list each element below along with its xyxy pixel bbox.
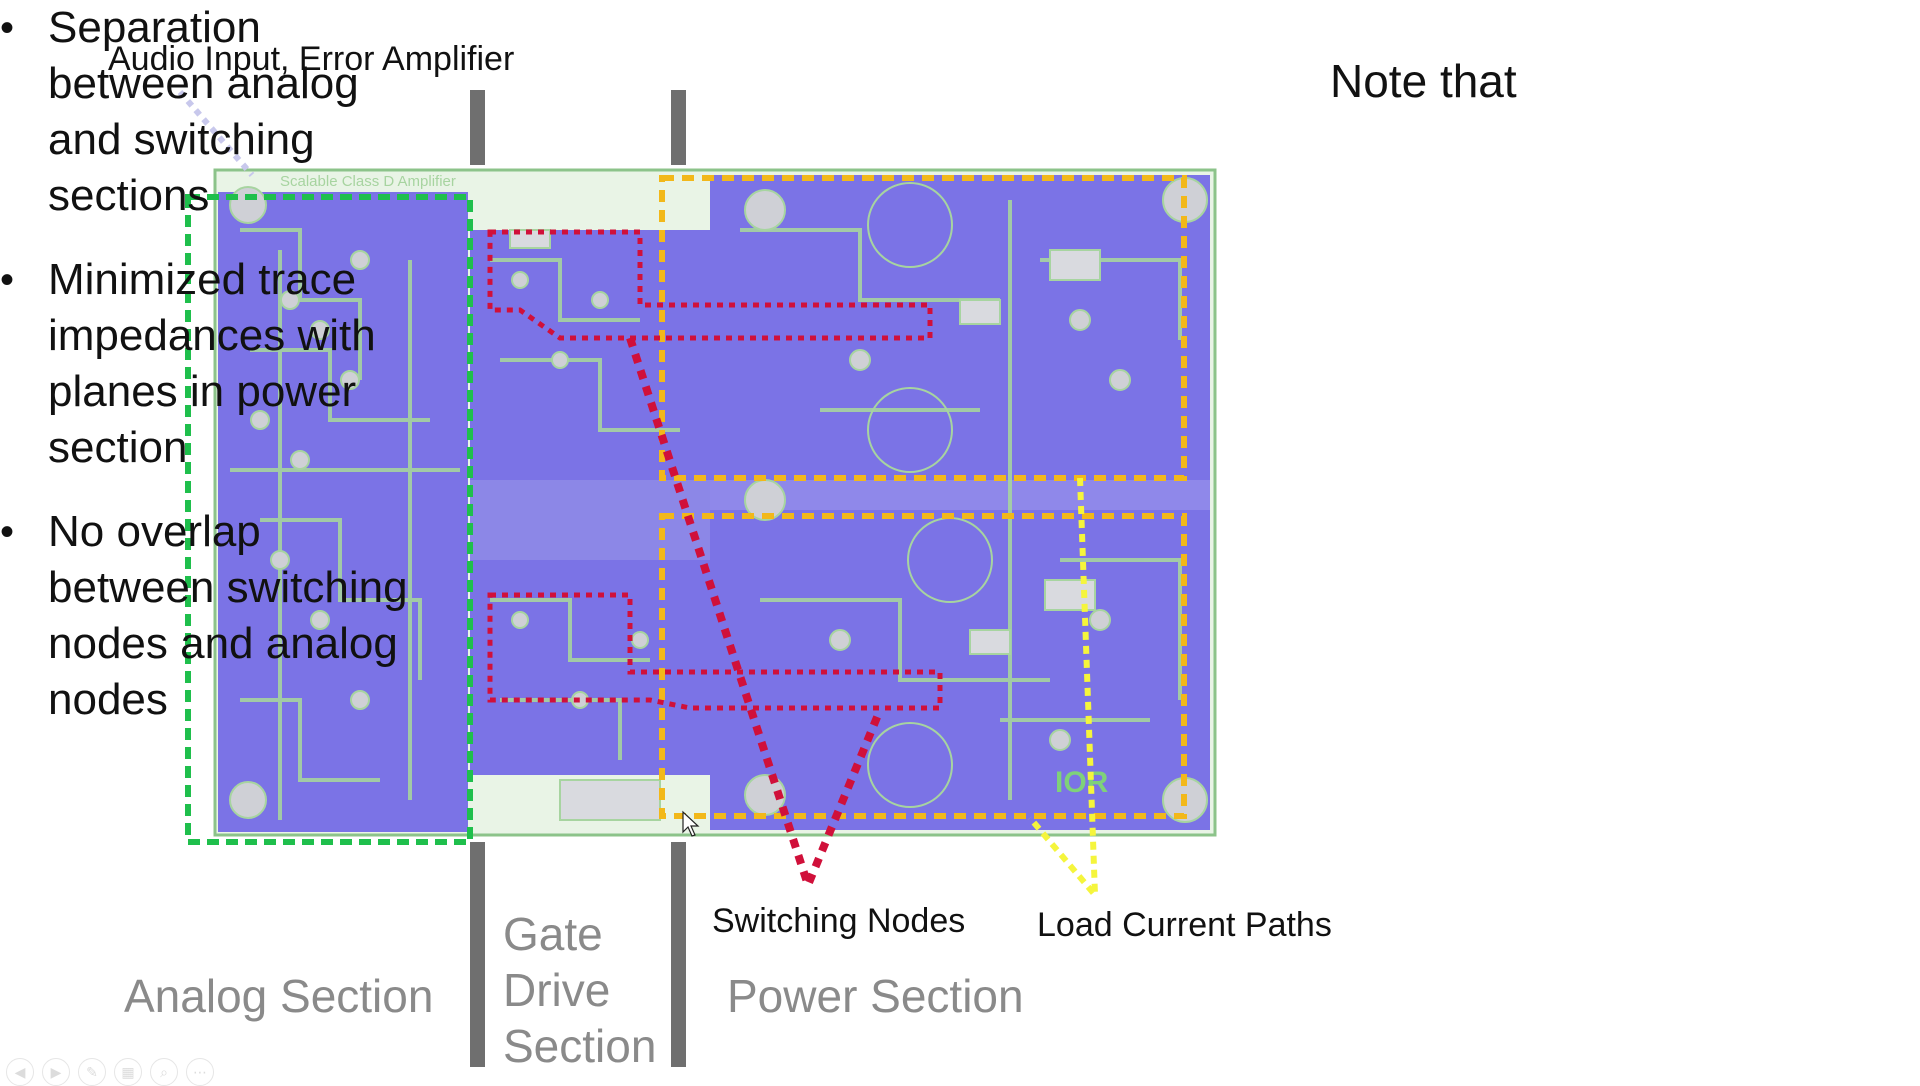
note-line: Minimized trace — [48, 255, 357, 304]
audio-input-label: Audio Input, Error Amplifier — [108, 40, 515, 78]
note-line: nodes and analog — [48, 619, 398, 668]
divider-left-top — [470, 90, 485, 165]
zoom-icon[interactable]: ⌕ — [150, 1058, 178, 1086]
switching-path-lower — [487, 592, 943, 711]
note-line: between switching — [48, 563, 408, 612]
divider-left-bottom — [470, 842, 485, 1067]
bullet-icon: • — [0, 258, 15, 302]
next-slide-icon[interactable]: ▶ — [42, 1058, 70, 1086]
slideshow-controls: ◀ ▶ ✎ ▦ ⌕ ⋯ — [6, 1058, 214, 1086]
note-bullet: • No overlap between switching nodes and… — [0, 504, 520, 728]
note-line: between analog — [48, 59, 359, 108]
analog-section-label: Analog Section — [124, 970, 434, 1022]
divider-right-top — [671, 90, 686, 165]
gate-drive-line-2: Drive — [503, 964, 611, 1016]
gate-drive-middle — [470, 480, 710, 560]
notes-list: • Separation between analog and switchin… — [0, 0, 520, 728]
mouse-cursor-icon — [682, 810, 700, 837]
note-bullet: • Minimized trace impedances with planes… — [0, 252, 520, 476]
load-current-paths-label: Load Current Paths — [1037, 906, 1332, 944]
note-line: No overlap — [48, 507, 261, 556]
more-options-icon[interactable]: ⋯ — [186, 1058, 214, 1086]
power-box-upper — [659, 175, 1187, 481]
note-line: section — [48, 423, 188, 472]
bullet-icon: • — [0, 6, 15, 50]
slides-grid-icon[interactable]: ▦ — [114, 1058, 142, 1086]
note-line: and switching — [48, 115, 315, 164]
gate-drive-line-1: Gate — [503, 908, 603, 960]
pcb-components — [229, 177, 1208, 823]
note-line: impedances with — [48, 311, 376, 360]
switching-pointer-lines — [626, 336, 884, 897]
power-divider-strip — [710, 480, 1210, 510]
pen-icon[interactable]: ✎ — [78, 1058, 106, 1086]
divider-right-bottom — [671, 842, 686, 1067]
previous-slide-icon[interactable]: ◀ — [6, 1058, 34, 1086]
power-box-lower — [659, 513, 1187, 819]
switching-nodes-label: Switching Nodes — [712, 902, 966, 940]
note-line: planes in power — [48, 367, 357, 416]
gate-drive-section-label: Gate Drive Section — [503, 906, 656, 1074]
note-line: nodes — [48, 675, 168, 724]
note-bullet: • Separation between analog and switchin… — [0, 0, 520, 224]
notes-title: Note that — [1330, 55, 1517, 107]
gate-drive-line-3: Section — [503, 1020, 657, 1072]
gate-drive-copper — [470, 230, 710, 480]
silkscreen-title: Scalable Class D Amplifier — [280, 173, 456, 190]
note-line: sections — [48, 171, 210, 220]
note-line: Separation — [48, 3, 261, 52]
power-section-label: Power Section — [727, 970, 1024, 1022]
analog-section-box — [185, 194, 473, 845]
switching-path-upper — [487, 229, 933, 341]
bullet-icon: • — [0, 510, 15, 554]
brand-logo: IOR — [1055, 766, 1109, 799]
